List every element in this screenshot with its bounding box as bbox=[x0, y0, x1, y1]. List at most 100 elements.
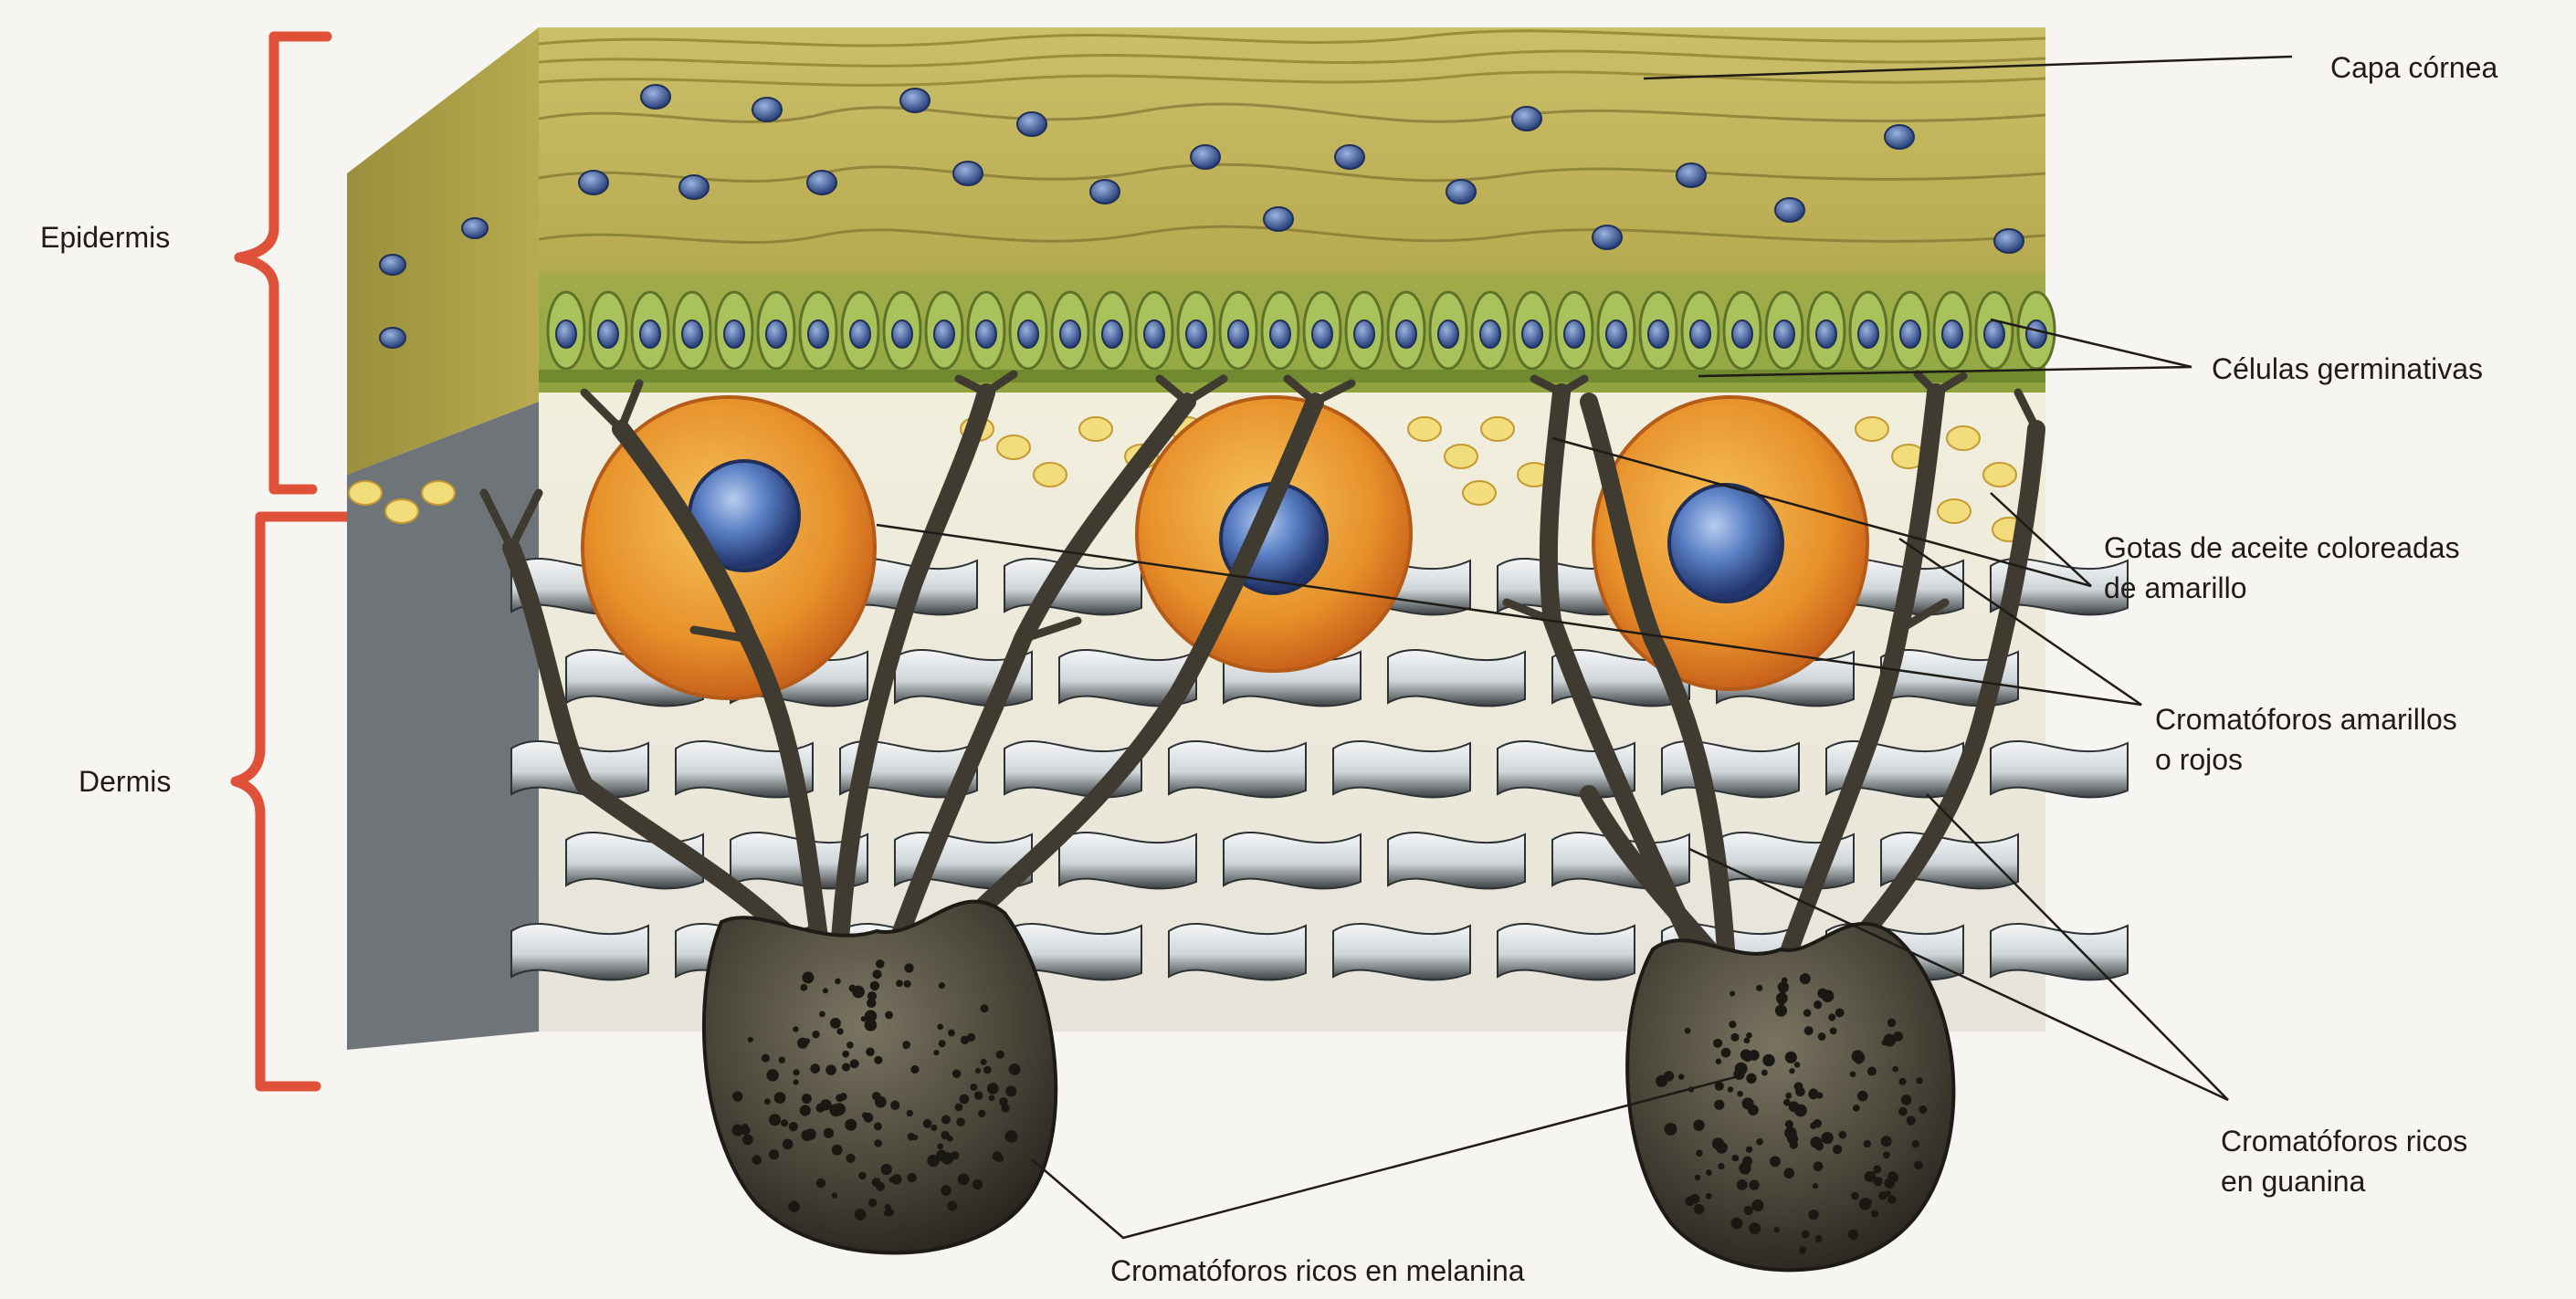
melanin-granule bbox=[937, 1143, 943, 1149]
melanin-granule bbox=[1822, 990, 1835, 1002]
germinal-cell-nucleus bbox=[1480, 320, 1500, 348]
melanin-granule bbox=[836, 1028, 843, 1034]
epidermis-bracket bbox=[239, 37, 327, 489]
melanin-granule bbox=[804, 1038, 810, 1044]
melanin-granule bbox=[970, 1084, 977, 1091]
melanin-granule bbox=[881, 1164, 892, 1175]
melanin-granule bbox=[1744, 1206, 1753, 1215]
melanin-granule bbox=[1803, 1010, 1811, 1017]
melanin-granule bbox=[783, 1139, 794, 1150]
melanin-granule bbox=[896, 980, 903, 988]
melanin-granule bbox=[769, 1114, 781, 1126]
melanin-granule bbox=[923, 1119, 932, 1128]
melanin-granule bbox=[1838, 1131, 1846, 1139]
melanin-granule bbox=[801, 1130, 813, 1142]
melanin-granule bbox=[907, 1110, 913, 1116]
germinal-cell-nucleus bbox=[1228, 320, 1248, 348]
melanin-granule bbox=[1731, 1218, 1743, 1230]
melanin-granule bbox=[1694, 1204, 1704, 1214]
melanin-granule bbox=[1696, 1149, 1703, 1157]
melanin-granule bbox=[1794, 1062, 1801, 1068]
melanin-granule bbox=[981, 1004, 989, 1012]
melanin-granule bbox=[769, 1149, 779, 1159]
melanin-granule bbox=[1830, 1027, 1837, 1034]
melanin-granule bbox=[872, 1178, 881, 1187]
melanin-granule bbox=[793, 1069, 799, 1075]
melanin-granule bbox=[1864, 1140, 1871, 1147]
germinal-cell-nucleus bbox=[556, 320, 576, 348]
melanin-granule bbox=[1783, 1168, 1794, 1179]
melanin-granule bbox=[1770, 1156, 1781, 1167]
skin-block bbox=[347, 27, 2128, 1270]
melanin-granule bbox=[1737, 1179, 1748, 1190]
melanin-granule bbox=[732, 1091, 742, 1101]
germinal-cell-nucleus bbox=[892, 320, 912, 348]
melanin-granule bbox=[1850, 1071, 1856, 1077]
melanin-granule bbox=[948, 1030, 955, 1037]
melanin-granule bbox=[1867, 1067, 1877, 1076]
melanin-granule bbox=[1907, 1116, 1916, 1125]
melanin-granule bbox=[947, 1201, 957, 1211]
melanin-granule bbox=[890, 1101, 899, 1110]
oil-droplet bbox=[422, 481, 455, 505]
germinal-cell-nucleus bbox=[1018, 320, 1038, 348]
melanin-granule bbox=[1782, 977, 1788, 983]
melanin-granule bbox=[1716, 1142, 1728, 1154]
melanin-granule bbox=[868, 1199, 877, 1207]
melanin-granule bbox=[861, 1016, 867, 1021]
melanin-granule bbox=[874, 1056, 882, 1064]
melanin-granule bbox=[789, 1122, 798, 1131]
melanin-granule bbox=[996, 1051, 1004, 1059]
melanin-granule bbox=[845, 1119, 857, 1131]
melanin-granule bbox=[836, 1094, 844, 1102]
germinal-cell-nucleus bbox=[1606, 320, 1626, 348]
melanin-granule bbox=[1742, 1157, 1752, 1167]
germinal-cell-nucleus bbox=[1186, 320, 1206, 348]
melanin-granule bbox=[1756, 1138, 1763, 1146]
melanin-granule bbox=[1789, 1101, 1800, 1112]
melanin-granule bbox=[1813, 1183, 1818, 1189]
melanin-granule bbox=[748, 1037, 753, 1042]
oil-droplet bbox=[385, 499, 418, 523]
melanin-granule bbox=[1009, 1063, 1021, 1075]
germinal-cell-nucleus bbox=[1522, 320, 1542, 348]
germinal-cell-nucleus bbox=[1354, 320, 1374, 348]
melanin-granule bbox=[1881, 1136, 1892, 1147]
germinal-cell-nucleus bbox=[1312, 320, 1332, 348]
melanin-granule bbox=[1873, 1165, 1881, 1173]
melanin-granule bbox=[1828, 1013, 1835, 1021]
oil-droplet bbox=[1079, 417, 1112, 441]
germinal-cell-nucleus bbox=[1270, 320, 1290, 348]
melanin-granule bbox=[1892, 1066, 1898, 1073]
melanin-granule bbox=[1848, 1230, 1858, 1240]
melanin-granule bbox=[889, 1177, 895, 1182]
melanin-granule bbox=[1883, 1151, 1890, 1158]
melanin-granule bbox=[1799, 1246, 1806, 1253]
germinal-cell-nucleus bbox=[1102, 320, 1122, 348]
melanin-granule bbox=[1912, 1140, 1919, 1147]
melanin-granule bbox=[904, 963, 913, 972]
melanin-granule bbox=[779, 1057, 785, 1063]
melanin-granule bbox=[1808, 1210, 1818, 1220]
germinal-cell-nucleus bbox=[1942, 320, 1962, 348]
melanin-granule bbox=[1853, 1105, 1860, 1112]
melanin-granule bbox=[866, 1047, 875, 1056]
melanin-granule bbox=[870, 981, 879, 990]
melanin-granule bbox=[793, 1026, 798, 1032]
germinal-cell-nucleus bbox=[1690, 320, 1710, 348]
melanin-granule bbox=[931, 1125, 937, 1131]
melanin-granule bbox=[1656, 1075, 1667, 1087]
melanin-granule bbox=[833, 1103, 846, 1116]
melanin-granule bbox=[812, 1031, 819, 1038]
melanin-granule bbox=[1756, 985, 1762, 991]
melanin-granule bbox=[1729, 1021, 1736, 1028]
melanin-granule bbox=[967, 1033, 975, 1042]
melanin-granule bbox=[973, 1179, 983, 1189]
oil-droplet bbox=[997, 435, 1030, 459]
melanin-granule bbox=[1746, 1074, 1756, 1084]
melanin-granule bbox=[1785, 1120, 1793, 1128]
melanin-granule bbox=[1746, 1147, 1752, 1153]
melanin-granule bbox=[1751, 1199, 1763, 1211]
melanin-granule bbox=[1914, 1160, 1923, 1169]
